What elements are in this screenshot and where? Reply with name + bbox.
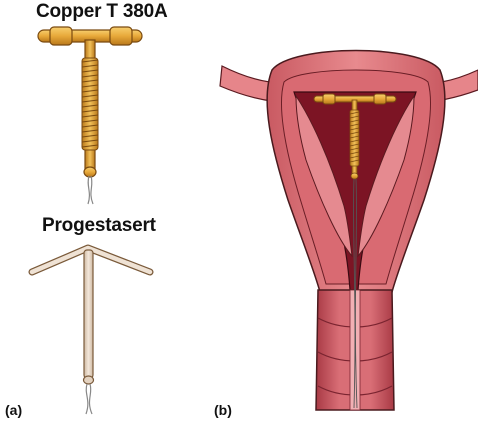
- uterus-illustration: [220, 51, 478, 411]
- copper-t-label: Copper T 380A: [36, 2, 168, 21]
- progestasert-stem: [84, 250, 93, 378]
- panel-a-label: (a): [5, 403, 22, 417]
- progestasert-tip: [84, 376, 94, 384]
- copper-t-tip: [84, 167, 96, 177]
- copper-t-device: [38, 27, 142, 204]
- progestasert-label: Progestasert: [42, 216, 156, 235]
- progestasert-device: [32, 248, 150, 414]
- panel-b-label: (b): [214, 403, 232, 417]
- copper-sleeve-left: [50, 27, 72, 45]
- copper-sleeve-right: [110, 27, 132, 45]
- copper-t-strings: [88, 176, 93, 204]
- progestasert-strings: [86, 384, 92, 414]
